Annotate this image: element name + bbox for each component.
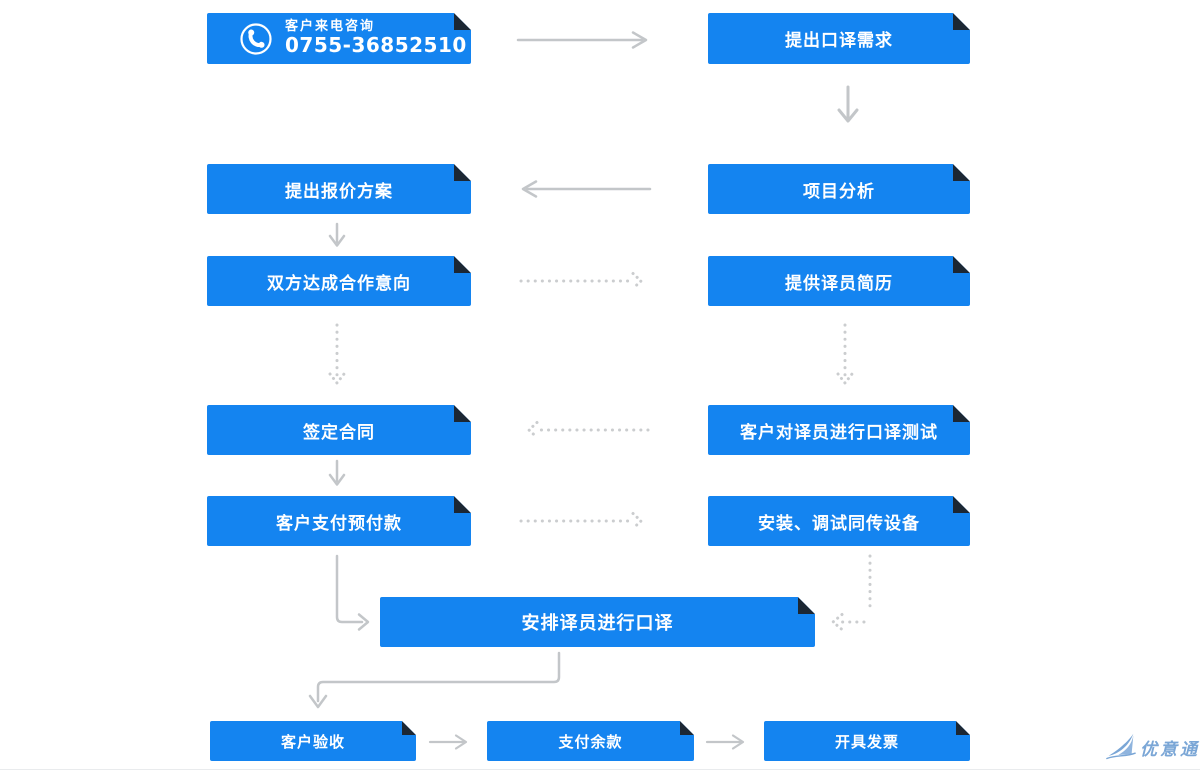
fold-corner-icon (454, 496, 471, 513)
node-label: 支付余款 (558, 732, 623, 751)
contact-text: 客户来电咨询 0755-36852510 (285, 18, 467, 58)
arrow-right-contact-to-demand (516, 31, 648, 49)
brand-logo-text: 优意通 (1140, 740, 1200, 760)
arrow-right-acceptance-to-balance (428, 734, 468, 750)
phone-icon (240, 22, 272, 55)
fold-corner-icon (953, 256, 970, 273)
fold-corner-icon (953, 13, 970, 30)
contact-caption: 客户来电咨询 (285, 18, 376, 34)
arrow-dotted-right-agreement-to-resume (519, 272, 643, 290)
fold-corner-icon (953, 164, 970, 181)
arrow-down-demand-to-analysis (837, 85, 859, 123)
flow-node-invoice: 开具发票 (764, 721, 970, 761)
node-label: 签定合同 (303, 422, 375, 443)
arrow-dotted-down-agreement-to-contract (328, 323, 346, 385)
flow-node-quote: 提出报价方案 (207, 164, 471, 214)
flow-node-agreement: 双方达成合作意向 (207, 256, 471, 306)
fold-corner-icon (953, 496, 970, 513)
brand-logo: 优意通 (1106, 731, 1200, 763)
fold-corner-icon (680, 721, 694, 735)
node-label: 双方达成合作意向 (267, 273, 411, 294)
flow-node-analysis: 项目分析 (708, 164, 970, 214)
node-label: 客户对译员进行口译测试 (740, 422, 938, 443)
arrow-dotted-left-test-to-contract (527, 421, 650, 439)
node-label: 客户支付预付款 (276, 513, 402, 534)
flow-node-arrange: 安排译员进行口译 (380, 597, 815, 647)
arrow-dotted-elbow-equipment-to-arrange (831, 554, 872, 631)
flow-node-prepay: 客户支付预付款 (207, 496, 471, 546)
arrow-left-analysis-to-quote (521, 180, 652, 198)
arrow-dotted-right-prepay-to-equipment (519, 512, 643, 530)
node-label: 安排译员进行口译 (521, 613, 674, 634)
sailboat-icon (1106, 733, 1136, 760)
arrow-down-contract-to-prepay (328, 459, 346, 486)
fold-corner-icon (454, 13, 471, 30)
fold-corner-icon (454, 164, 471, 181)
arrow-dotted-down-resume-to-test (836, 323, 854, 385)
node-label: 提出报价方案 (285, 181, 393, 202)
node-label: 开具发票 (834, 732, 899, 751)
flow-node-resume: 提供译员简历 (708, 256, 970, 306)
arrow-down-quote-to-agreement (328, 222, 346, 247)
fold-corner-icon (798, 597, 815, 614)
fold-corner-icon (956, 721, 970, 735)
arrow-elbow-arrange-to-acceptance (308, 651, 561, 709)
node-label: 提出口译需求 (785, 31, 893, 51)
node-label: 项目分析 (803, 181, 875, 202)
node-label: 提供译员简历 (785, 273, 893, 294)
flow-node-test: 客户对译员进行口译测试 (708, 405, 970, 455)
node-label: 客户验收 (280, 732, 345, 751)
flow-node-contract: 签定合同 (207, 405, 471, 455)
flow-node-demand: 提出口译需求 (708, 13, 970, 64)
flow-node-contact: 客户来电咨询 0755-36852510 (207, 13, 471, 64)
bottom-divider (0, 769, 1200, 770)
fold-corner-icon (402, 721, 416, 735)
arrow-right-balance-to-invoice (705, 734, 745, 750)
contact-phone-number: 0755-36852510 (285, 33, 467, 58)
node-label: 安装、调试同传设备 (758, 513, 920, 534)
flow-node-acceptance: 客户验收 (210, 721, 416, 761)
arrow-elbow-prepay-to-arrange (335, 554, 370, 631)
flow-node-equipment: 安装、调试同传设备 (708, 496, 970, 546)
fold-corner-icon (953, 405, 970, 422)
flow-node-balance: 支付余款 (487, 721, 694, 761)
fold-corner-icon (454, 256, 471, 273)
fold-corner-icon (454, 405, 471, 422)
